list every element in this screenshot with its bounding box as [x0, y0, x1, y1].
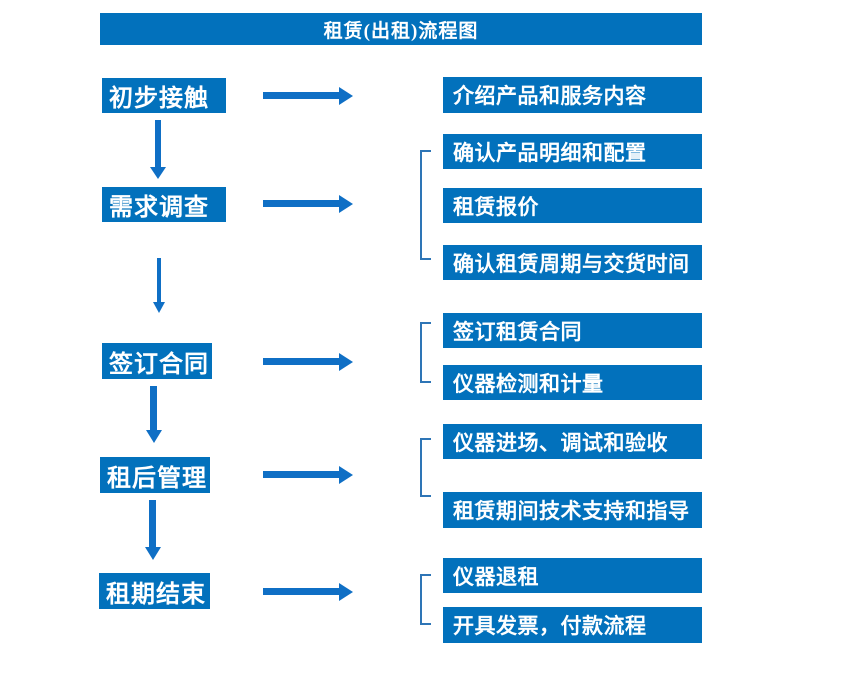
- detail-sign-rental-contract: 签订租赁合同: [443, 313, 702, 348]
- page-title: 租赁(出租)流程图: [100, 13, 702, 45]
- detail-rental-quotation: 租赁报价: [443, 188, 702, 223]
- step-sign-contract: 签订合同: [102, 343, 212, 379]
- detail-confirm-product-config: 确认产品明细和配置: [443, 134, 702, 169]
- right-arrow-5: [263, 582, 353, 601]
- detail-confirm-period-delivery: 确认租赁周期与交货时间: [443, 245, 702, 280]
- detail-invoice-payment-process: 开具发票，付款流程: [443, 607, 702, 643]
- step-post-rental-management: 租后管理: [100, 457, 210, 493]
- detail-instrument-testing-metering: 仪器检测和计量: [443, 365, 702, 400]
- step-initial-contact: 初步接触: [102, 78, 226, 113]
- down-arrow-4: [149, 500, 156, 547]
- step-demand-survey: 需求调查: [102, 187, 226, 222]
- down-arrow-3: [150, 386, 157, 430]
- detail-instrument-return: 仪器退租: [443, 558, 702, 593]
- group-bracket-post-rental: [420, 438, 431, 497]
- detail-introduce-products-services: 介绍产品和服务内容: [443, 77, 702, 113]
- right-arrow-3: [263, 352, 353, 371]
- right-arrow-1: [263, 86, 353, 105]
- detail-instrument-entry-acceptance: 仪器进场、调试和验收: [443, 424, 702, 459]
- right-arrow-4: [263, 465, 353, 484]
- down-arrow-2: [157, 258, 161, 302]
- group-bracket-rental-end: [420, 574, 431, 625]
- step-rental-end: 租期结束: [99, 573, 210, 609]
- right-arrow-2: [263, 194, 353, 213]
- down-arrow-1: [155, 120, 161, 167]
- group-bracket-demand-survey: [420, 150, 431, 260]
- detail-technical-support-guidance: 租赁期间技术支持和指导: [443, 492, 702, 528]
- group-bracket-sign-contract: [420, 322, 431, 383]
